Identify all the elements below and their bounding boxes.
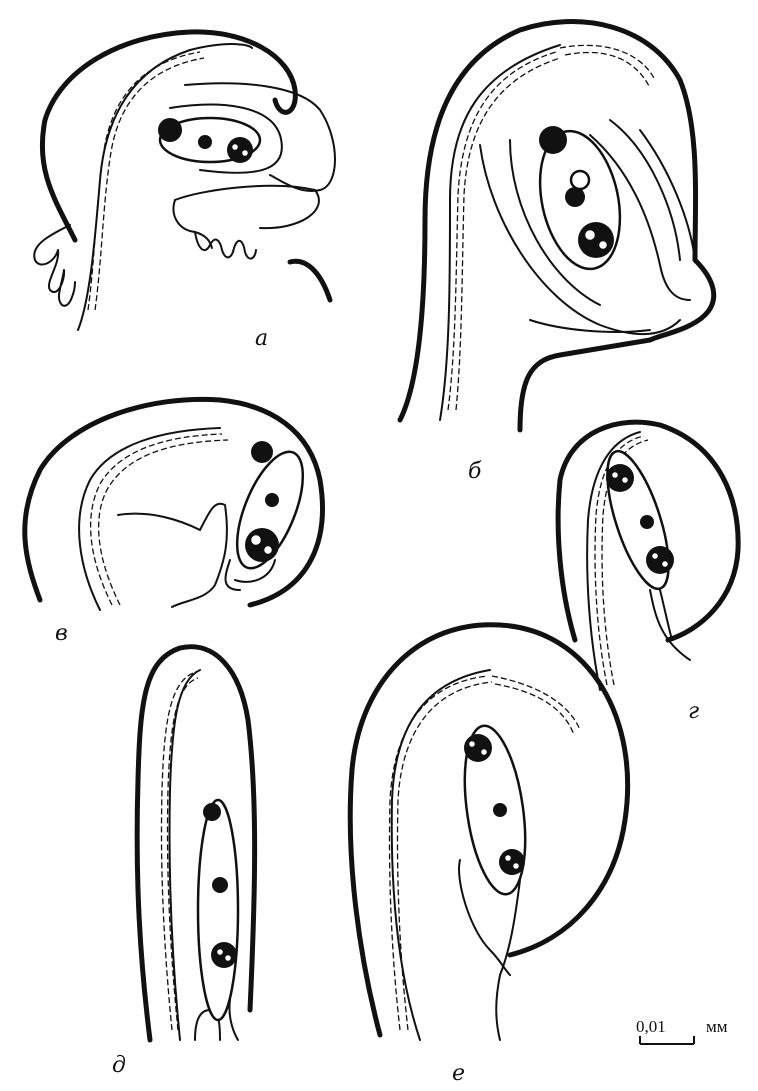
- scale-bar: 0,01 мм: [636, 1017, 728, 1044]
- panel-v: в: [25, 399, 323, 646]
- panel-label-e: е: [452, 1061, 465, 1086]
- panel-e: е: [350, 625, 627, 1086]
- scale-bar-value: 0,01: [636, 1017, 666, 1036]
- panel-label-v: в: [55, 621, 68, 646]
- panel-g: г: [558, 422, 738, 724]
- panel-a: а: [34, 32, 335, 351]
- scale-bar-unit: мм: [706, 1017, 728, 1036]
- panel-label-b: б: [468, 459, 482, 484]
- panel-label-a: а: [255, 326, 268, 351]
- panel-b: б: [400, 22, 714, 484]
- panel-label-g: г: [688, 699, 699, 724]
- panel-d: д: [112, 647, 255, 1078]
- panel-label-d: д: [112, 1053, 126, 1078]
